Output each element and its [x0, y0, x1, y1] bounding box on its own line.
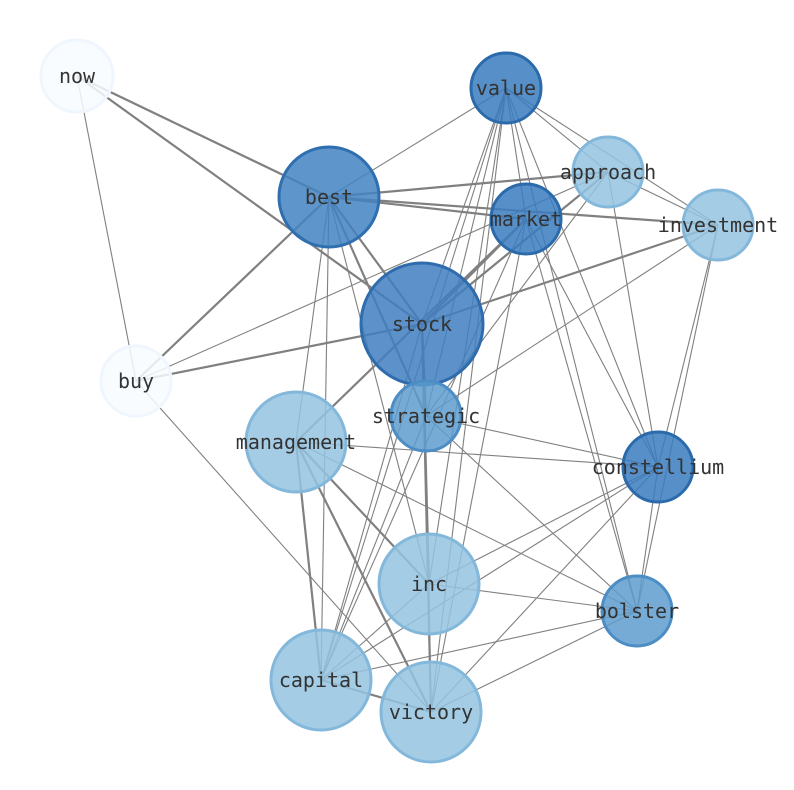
- node-circle-strategic: [389, 379, 463, 453]
- edge-buy-victory: [135, 380, 432, 713]
- edge-now-stock: [76, 75, 423, 325]
- node-label-bolster: bolster: [595, 599, 679, 623]
- node-label-value: value: [476, 76, 536, 100]
- node-inc: inc: [377, 532, 481, 636]
- node-label-buy: buy: [118, 369, 154, 393]
- edge-investment-constellium: [657, 224, 719, 468]
- node-circle-inc: [377, 532, 481, 636]
- edge-constellium-capital: [320, 466, 659, 681]
- edge-now-buy: [76, 75, 137, 382]
- node-circle-victory: [379, 660, 483, 764]
- node-market: market: [489, 182, 563, 256]
- edge-investment-bolster: [636, 224, 719, 612]
- nodes-layer: now value approach best market investment stoc…: [39, 38, 778, 764]
- edge-management-constellium: [295, 441, 659, 468]
- node-now: now: [39, 38, 115, 114]
- node-value: value: [469, 51, 543, 125]
- node-label-stock: stock: [392, 312, 452, 336]
- edge-value-bolster: [505, 87, 638, 612]
- node-management: management: [236, 390, 356, 494]
- edge-management-bolster: [295, 441, 638, 612]
- node-circle-now: [39, 38, 115, 114]
- edge-market-bolster: [525, 218, 638, 612]
- node-label-management: management: [236, 430, 356, 454]
- node-circle-management: [244, 390, 348, 494]
- node-label-market: market: [490, 207, 562, 231]
- node-label-approach: approach: [560, 160, 656, 184]
- edge-best-inc: [328, 196, 430, 585]
- node-bolster: bolster: [595, 574, 679, 648]
- edge-value-constellium: [505, 87, 659, 468]
- node-circle-bolster: [600, 574, 674, 648]
- edge-approach-constellium: [607, 171, 659, 468]
- node-best: best: [277, 145, 381, 249]
- node-stock: stock: [359, 261, 485, 387]
- node-label-victory: victory: [389, 700, 473, 724]
- edge-strategic-bolster: [425, 415, 638, 612]
- node-label-best: best: [305, 185, 353, 209]
- node-label-strategic: strategic: [372, 404, 480, 428]
- node-constellium: constellium: [592, 430, 724, 504]
- node-circle-constellium: [621, 430, 695, 504]
- node-approach: approach: [560, 135, 656, 209]
- edge-bolster-capital: [320, 610, 638, 681]
- node-victory: victory: [379, 660, 483, 764]
- edge-constellium-victory: [430, 466, 659, 713]
- node-capital: capital: [269, 628, 373, 732]
- node-circle-capital: [269, 628, 373, 732]
- node-label-inc: inc: [411, 572, 447, 596]
- node-strategic: strategic: [372, 379, 480, 453]
- edge-strategic-constellium: [425, 415, 659, 468]
- node-circle-value: [469, 51, 543, 125]
- node-circle-market: [489, 182, 563, 256]
- node-circle-best: [277, 145, 381, 249]
- node-label-capital: capital: [279, 668, 363, 692]
- node-label-now: now: [59, 64, 96, 88]
- node-circle-buy: [99, 344, 173, 418]
- node-circle-approach: [571, 135, 645, 209]
- node-buy: buy: [99, 344, 173, 418]
- edge-investment-strategic: [425, 224, 719, 417]
- node-circle-investment: [681, 188, 755, 262]
- edge-market-constellium: [525, 218, 659, 468]
- node-label-investment: investment: [658, 213, 778, 237]
- node-label-constellium: constellium: [592, 455, 724, 479]
- node-investment: investment: [658, 188, 778, 262]
